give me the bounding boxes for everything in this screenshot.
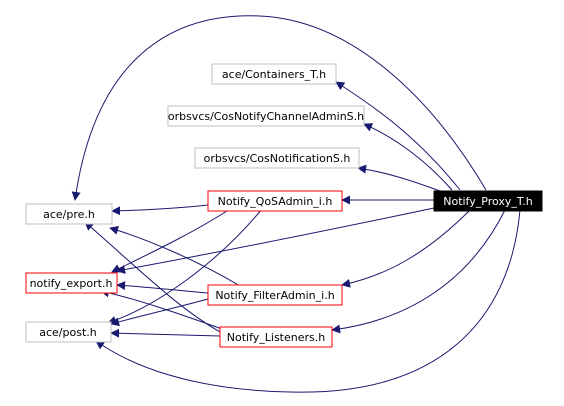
edge-filteradmin-to-post (110, 298, 209, 327)
node-notify-qos-admin-i[interactable]: Notify_QoSAdmin_i.h (207, 190, 343, 212)
edge-proxy-to-filteradmin (341, 209, 471, 288)
node-notify-export[interactable]: notify_export.h (25, 272, 118, 294)
edge-listeners-to-post (110, 328, 221, 338)
node-ace-post[interactable]: ace/post.h (25, 321, 112, 343)
edge-proxy-to-containers (335, 81, 461, 191)
edge-qosadmin-to-export (111, 208, 231, 273)
node-notify-listeners[interactable]: Notify_Listeners.h (219, 326, 333, 348)
node-notify-export-label: notify_export.h (30, 277, 113, 290)
edge-proxy-to-notifications (357, 164, 441, 192)
node-notify-filter-admin-i-label: Notify_FilterAdmin_i.h (215, 289, 334, 302)
edge-qosadmin-to-post (107, 208, 263, 325)
edge-proxy-to-channeladmin (363, 123, 453, 191)
node-ace-containers-label: ace/Containers_T.h (222, 68, 326, 81)
edge-filteradmin-to-pre (109, 226, 241, 287)
node-cos-notification-s[interactable]: orbsvcs/CosNotificationS.h (194, 147, 360, 169)
node-cos-notify-channel-admin-s-label: orbsvcs/CosNotifyChannelAdminS.h (168, 110, 364, 123)
node-cos-notify-channel-admin-s[interactable]: orbsvcs/CosNotifyChannelAdminS.h (167, 105, 365, 127)
node-ace-post-label: ace/post.h (39, 326, 97, 339)
node-ace-pre[interactable]: ace/pre.h (25, 203, 113, 225)
node-notify-proxy-t-label: Notify_Proxy_T.h (443, 195, 533, 208)
edges (71, 15, 521, 393)
edge-filteradmin-to-export (116, 281, 209, 294)
node-notify-proxy-t[interactable]: Notify_Proxy_T.h (433, 190, 543, 212)
node-ace-pre-label: ace/pre.h (43, 208, 95, 221)
edge-proxy-to-export (116, 207, 435, 274)
node-notify-listeners-label: Notify_Listeners.h (227, 331, 326, 344)
node-notify-filter-admin-i[interactable]: Notify_FilterAdmin_i.h (207, 284, 343, 306)
edge-listeners-to-export (100, 288, 223, 330)
edge-proxy-to-post (95, 209, 521, 393)
edge-proxy-to-pre (71, 15, 487, 201)
edge-proxy-to-listeners (331, 209, 506, 334)
node-notify-qos-admin-i-label: Notify_QoSAdmin_i.h (218, 195, 333, 208)
node-cos-notification-s-label: orbsvcs/CosNotificationS.h (204, 152, 351, 165)
edge-qosadmin-to-pre (111, 204, 209, 216)
nodes: ace/Containers_T.h orbsvcs/CosNotifyChan… (25, 63, 543, 348)
node-ace-containers[interactable]: ace/Containers_T.h (211, 63, 337, 85)
